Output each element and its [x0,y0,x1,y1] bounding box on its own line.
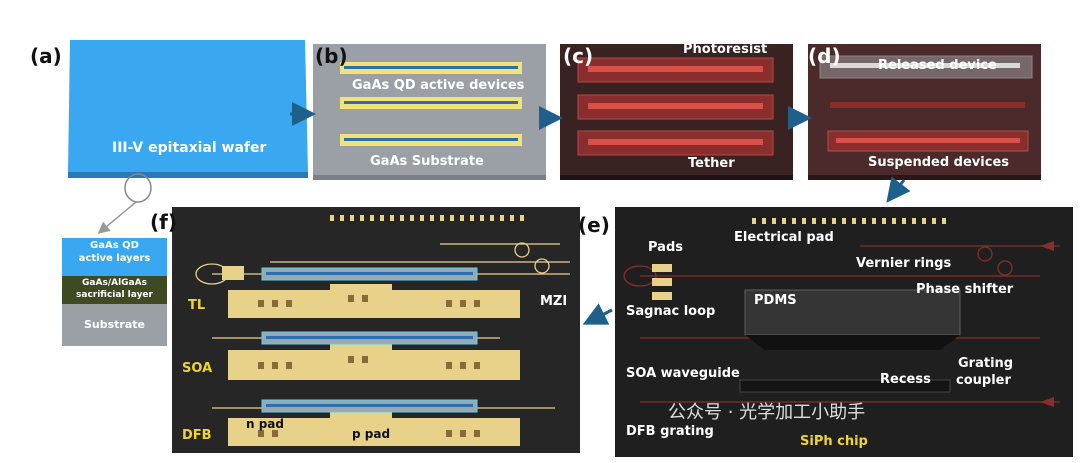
stack-layer-active-line2: active layers [78,253,151,264]
tether-label: Tether [688,156,735,171]
qd-devices-label: GaAs QD active devices [352,78,525,93]
pads-label: Pads [648,240,683,255]
panel-b-label: (b) [315,44,348,68]
recess [739,379,951,393]
printed-device-tl [261,267,478,281]
soa-waveguide-label: SOA waveguide [626,366,740,381]
panel-d-label: (d) [808,44,841,68]
pdms-label: PDMS [754,293,797,308]
layer-stack [62,238,167,346]
substrate-panel [313,44,546,180]
soa-label: SOA [182,361,213,376]
chip-e [615,207,1073,457]
stack-layer-active-line1: GaAs QD [90,240,139,251]
tl-label: TL [188,298,206,313]
panel-c-label: (c) [563,44,594,68]
panel-f-label: (f) [150,210,177,234]
stack-layer-sacrificial-line2: sacrificial layer [76,290,153,300]
sagnac-loop-label: Sagnac loop [626,304,716,319]
panel-a-label: (a) [30,44,62,68]
grating-coupler-label-2: coupler [956,373,1011,388]
watermark: 公众号 · 光学加工小助手 [668,402,866,423]
wafer-panel [68,40,308,178]
wafer-label: III-V epitaxial wafer [112,140,267,156]
dfb-grating-label: DFB grating [626,424,714,439]
zoom-circle [124,173,152,203]
siph-chip-label: SiPh chip [800,434,868,449]
mzi-label: MZI [540,294,568,309]
pdms-stamp [744,289,961,350]
printed-device-dfb [261,399,478,413]
qd-device [340,134,522,146]
dfb-label: DFB [182,428,212,443]
qd-device [340,97,522,109]
qd-device [340,62,522,74]
stack-layer-substrate: Substrate [84,318,145,331]
stack-layer-sacrificial-line1: GaAs/AlGaAs [82,278,147,288]
substrate-label: GaAs Substrate [370,154,484,169]
printed-device-soa [261,331,478,345]
stack-layer-active: GaAs QD active layers [62,239,167,265]
chip-f [172,207,580,453]
photoresist-panel [560,44,793,180]
p-pad-label: p pad [352,427,391,441]
arrow-d-e [886,176,911,203]
zoom-arrow [97,201,137,234]
recess-label: Recess [880,372,931,387]
grating-coupler-label-1: Grating [958,356,1014,371]
panel-e-label: (e) [578,213,610,237]
vernier-rings-label: Vernier rings [856,256,952,271]
released-device-label: Released device [878,58,997,73]
arrow-e-f [582,303,613,325]
photoresist-label: Photoresist [683,42,768,57]
released-panel [808,44,1041,180]
stack-layer-sacrificial: GaAs/AlGaAs sacrificial layer [62,277,167,301]
phase-shifter-label: Phase shifter [916,282,1014,297]
suspended-devices-label: Suspended devices [868,155,1010,170]
electrical-pad-label: Electrical pad [734,230,834,245]
n-pad-label: n pad [246,417,284,431]
